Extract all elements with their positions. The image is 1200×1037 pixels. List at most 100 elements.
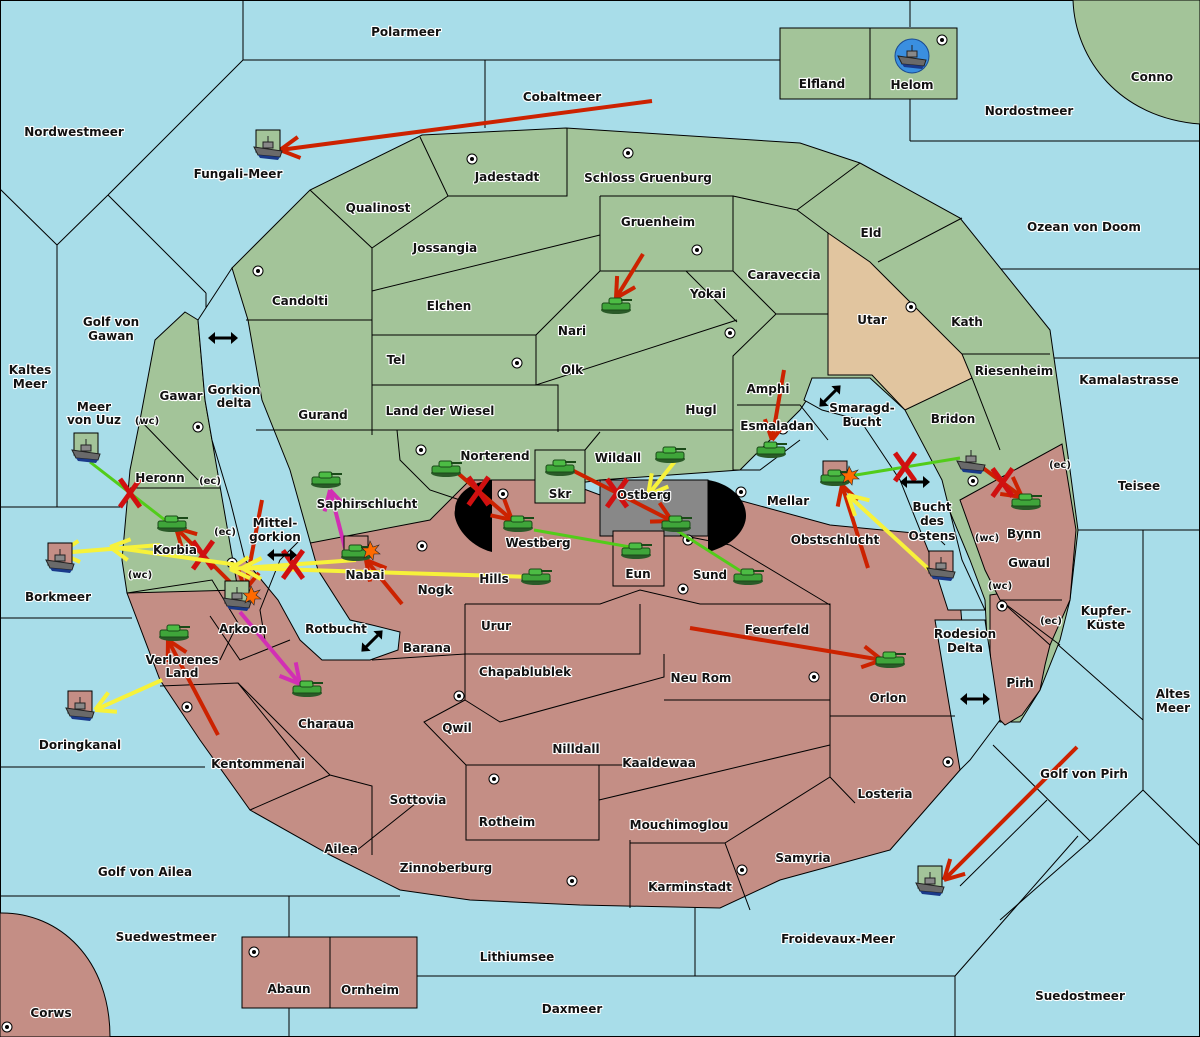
province-label: Golf von [83,315,139,329]
province-label: Losteria [857,787,912,801]
province-label: Küste [1087,618,1126,632]
tank-unit-icon[interactable] [621,542,652,559]
tank-unit-icon[interactable] [733,568,764,585]
supply-center-icon [808,671,820,683]
order-convoy-arrow [849,451,961,483]
province-label: delta [217,396,252,410]
province-label: Nogk [418,583,454,597]
province-label: Bridon [931,412,976,426]
province-label: Bucht [842,415,881,429]
coast-label: (wc) [128,570,152,581]
province-label: Land der Wiesel [386,404,495,418]
province-label: Nordwestmeer [24,125,124,139]
province-label: Gurand [298,408,348,422]
tank-unit-icon[interactable] [601,297,632,314]
tank-unit-icon[interactable] [159,624,190,641]
ship-unit-icon[interactable] [894,38,930,74]
tank-unit-icon[interactable] [545,459,576,476]
tank-unit-icon[interactable] [292,680,323,697]
labels: PolarmeerCobaltmeerNordwestmeerFungali-M… [8,24,1192,1021]
supply-center-icon [453,690,465,702]
impassable-east [708,480,746,552]
province-label: Rotheim [479,815,536,829]
province-label: Abaun [267,982,310,996]
order-move-arrow [942,745,1079,882]
tank-unit-icon[interactable] [1011,493,1042,510]
order-convoy-arrow [533,528,637,550]
province-label: Korbia [153,543,197,557]
coast-label: (ec) [214,527,236,538]
order-retreat-arrow [322,488,347,549]
province-label: Nari [558,324,586,338]
province-bynn[interactable] [959,443,1077,646]
supply-center-icon [622,147,634,159]
province-label: Yokai [689,287,726,301]
double-arrow-icon [819,385,841,407]
province-label: Jossangia [412,241,477,255]
province-label: Rodesion [934,627,996,641]
tank-unit-icon[interactable] [521,568,552,585]
supply-center-icon [936,34,948,46]
province-ornheim[interactable] [329,936,418,1009]
supply-center-icon [736,864,748,876]
tank-unit-icon[interactable] [875,651,906,668]
tank-unit-icon[interactable] [661,515,692,532]
province-label: Sottovia [390,793,447,807]
province-label: Doringkanal [39,738,121,752]
ship-unit-icon[interactable] [253,129,283,160]
province-label: Kamalastrasse [1079,373,1179,387]
double-arrow-icon [267,549,297,561]
ship-unit-icon[interactable] [915,865,945,896]
province-label: Gorkion [208,383,261,397]
province-label: Kentommenai [211,757,305,771]
supply-center-icon [192,421,204,433]
tank-unit-icon[interactable] [341,535,381,561]
supply-centers [1,34,1008,1033]
province-label: gorkion [249,530,301,544]
province-label: Neu Rom [671,671,732,685]
ship-unit-icon[interactable] [926,550,956,581]
tank-unit-icon[interactable] [655,446,686,463]
province-label: Norterend [460,449,529,463]
ship-unit-icon[interactable] [71,432,101,463]
province-corws[interactable] [0,912,111,1037]
tank-unit-icon[interactable] [503,515,534,532]
coast-label: (ec) [1040,616,1062,627]
order-move-arrow [443,460,514,522]
province-utar[interactable] [827,232,973,411]
province-elfland[interactable] [779,27,871,100]
province-label: Gawar [159,389,202,403]
province-label: Bucht [912,500,951,514]
province-label: Verlorenes [146,653,219,667]
coast-label: (ec) [199,476,221,487]
explosion-icon [840,465,860,486]
province-label: Golf von Ailea [98,865,192,879]
province-skr[interactable] [534,449,586,504]
tank-unit-icon[interactable] [431,460,462,477]
supply-center-icon [248,946,260,958]
failed-order-x-icon [190,539,216,571]
coast-label: (ec) [1049,460,1071,471]
tank-unit-icon[interactable] [311,471,342,488]
province-label: Urur [481,619,511,633]
province-label: Froidevaux-Meer [781,932,895,946]
province-label: Jadestadt [474,170,540,184]
order-retreat-arrow [238,610,302,686]
tank-unit-icon[interactable] [157,515,188,532]
tank-unit-icon[interactable] [820,460,860,486]
ship-unit-icon[interactable] [65,690,95,721]
province-label: Kath [951,315,983,329]
province-label: Mellar [767,494,809,508]
sea-rodesion-delta[interactable] [934,619,1001,772]
province-label: Kaltes [9,363,52,377]
tank-unit-icon[interactable] [756,441,787,458]
province-label: Ostens [909,529,956,543]
ship-unit-icon[interactable] [45,542,75,573]
province-label: Tel [387,353,406,367]
ship-unit-icon[interactable] [956,450,986,474]
ship-unit-icon[interactable] [222,580,262,611]
province-conno[interactable] [1072,0,1200,125]
province-label: Teisee [1118,479,1160,493]
province-label: Riesenheim [975,364,1054,378]
